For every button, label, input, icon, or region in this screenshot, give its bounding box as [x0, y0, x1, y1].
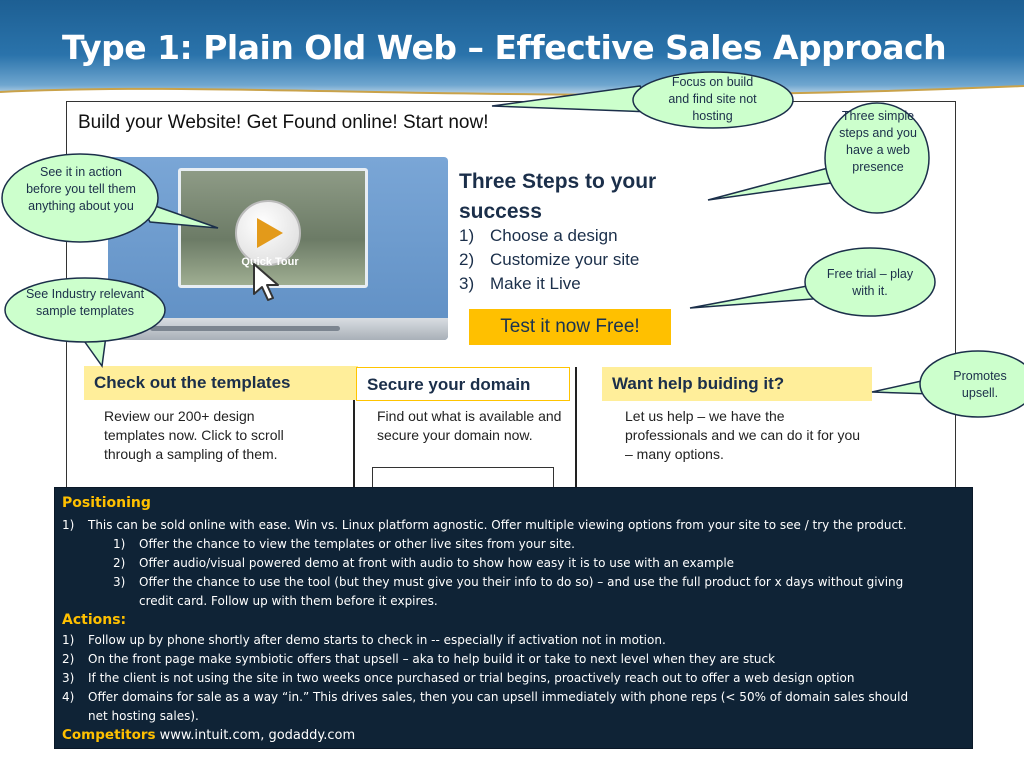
column-divider — [575, 367, 577, 487]
action-item: Offer domains for sale as a way “in.” Th… — [88, 690, 909, 704]
play-icon — [257, 218, 283, 248]
callout-upsell-text: Promotes upsell. — [953, 369, 1007, 400]
action-item: Follow up by phone shortly after demo st… — [88, 633, 666, 647]
steps-list: 1)Choose a design 2)Customize your site … — [459, 226, 639, 298]
positioning-subitem: Offer the chance to use the tool (but th… — [139, 575, 904, 589]
action-item-continued: net hosting sales). — [88, 709, 199, 723]
steps-title: Three Steps to your success — [459, 170, 657, 224]
list-number: 3) — [113, 575, 126, 589]
competitors-value: www.intuit.com, godaddy.com — [159, 728, 356, 743]
test-free-button[interactable]: Test it now Free! — [469, 309, 671, 345]
positioning-heading: Positioning — [62, 495, 151, 511]
list-number: 1) — [113, 537, 126, 551]
header-band — [0, 0, 1024, 100]
callout-industry-text: See Industry relevant sample templates — [25, 287, 145, 318]
callout-focus-text: Focus on build and find site not hosting — [668, 75, 757, 123]
list-number: 1) — [62, 518, 75, 532]
templates-description: Review our 200+ design templates now. Cl… — [104, 408, 284, 462]
actions-heading: Actions: — [62, 612, 127, 628]
positioning-item: This can be sold online with ease. Win v… — [88, 518, 907, 532]
list-number: 3) — [62, 671, 75, 685]
callout-free-trial-text: Free trial – play with it. — [826, 267, 914, 298]
templates-section-title[interactable]: Check out the templates — [84, 366, 358, 400]
step-item: 3) Make it Live — [459, 274, 639, 298]
step-text: Choose a design — [490, 226, 618, 245]
step-number: 2) — [459, 250, 475, 269]
site-tagline: Build your Website! Get Found online! St… — [78, 112, 489, 133]
domain-description: Find out what is available and secure yo… — [377, 408, 562, 443]
step-item: 1) Choose a design — [459, 226, 639, 250]
step-number: 3) — [459, 274, 475, 293]
video-progress-bar[interactable] — [150, 326, 340, 331]
help-description: Let us help – we have the professionals … — [625, 408, 861, 462]
action-item: If the client is not using the site in t… — [88, 671, 855, 685]
step-text: Customize your site — [490, 250, 640, 269]
domain-section-title[interactable]: Secure your domain — [356, 367, 570, 401]
callout-see-action-text: See it in action before you tell them an… — [26, 165, 136, 213]
notes-panel: Positioning 1) This can be sold online w… — [54, 487, 973, 749]
slide-title: Type 1: Plain Old Web – Effective Sales … — [62, 28, 947, 67]
step-number: 1) — [459, 226, 475, 245]
positioning-subitem: Offer the chance to view the templates o… — [139, 537, 575, 551]
action-item: On the front page make symbiotic offers … — [88, 652, 776, 666]
column-divider — [353, 367, 355, 487]
step-text: Make it Live — [490, 274, 581, 293]
step-item: 2) Customize your site — [459, 250, 639, 274]
competitors-label: Competitors — [62, 727, 156, 743]
positioning-subitem-continued: credit card. Follow up with them before … — [139, 594, 438, 608]
cursor-arrow-icon — [253, 263, 279, 301]
list-number: 4) — [62, 690, 75, 704]
help-section-title[interactable]: Want help buiding it? — [602, 367, 872, 401]
list-number: 1) — [62, 633, 75, 647]
callout-three-steps-text: Three simple steps and you have a web pr… — [839, 109, 917, 174]
positioning-subitem: Offer audio/visual powered demo at front… — [139, 556, 735, 570]
list-number: 2) — [62, 652, 75, 666]
list-number: 2) — [113, 556, 126, 570]
